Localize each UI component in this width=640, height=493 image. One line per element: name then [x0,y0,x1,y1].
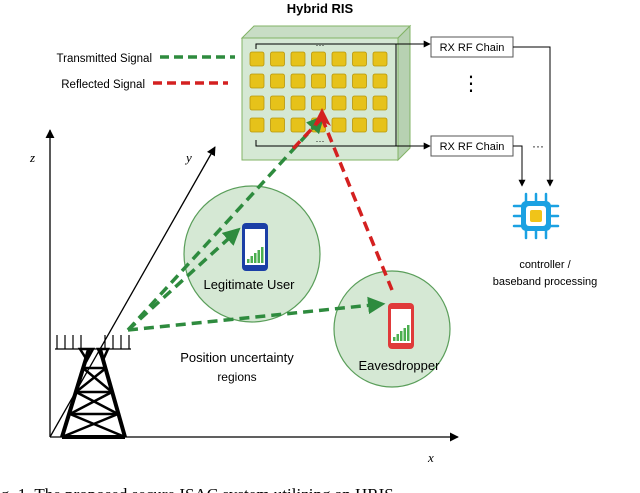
ris-element [270,95,285,111]
reflection-point [313,108,331,126]
z-axis-label: z [29,150,35,165]
rf-to-controller-top [513,46,554,187]
ris-element [270,117,285,133]
controller-label-2: baseband processing [493,276,598,288]
ris-element [331,51,347,67]
phone-icon-eavesdropper [388,303,414,349]
rf-horizontal-dots: ··· [532,139,544,153]
ris-element [249,51,265,67]
rf-to-controller-bottom [513,145,526,187]
ris-element [352,73,367,89]
transmitted-signal-to-user [126,227,241,332]
ris-element [249,95,265,111]
ris-element [331,117,347,133]
phone-icon-legitimate [242,223,268,271]
ris-element [372,73,388,89]
eavesdropper-label: Eavesdropper [359,358,441,373]
signal-bars-icon [393,325,410,341]
y-axis-label: y [184,150,192,165]
ris-element [372,95,388,111]
uncertainty-label-1: Position uncertainty [180,350,294,365]
ris-panel: ··· ··· [240,24,412,162]
rf-chain-label: RX RF Chain [440,42,505,54]
transmitted-signal-to-eavesdropper [127,296,386,332]
ris-dots-top: ··· [316,40,325,50]
ris-bus-top [255,43,412,49]
ris-element [352,51,367,67]
ris-element [270,73,285,89]
ris-element [311,73,326,89]
ris-element [290,51,306,67]
chip-icon [512,192,560,240]
uncertainty-label-2: regions [217,370,256,384]
ris-element [331,73,347,89]
ris-title: Hybrid RIS [287,1,354,16]
ris-element [270,51,285,67]
ris-bus-bottom [255,140,412,147]
ris-element [372,117,388,133]
ris-panel-top [240,25,412,39]
rf-chain-top: RX RF Chain [412,36,514,58]
ris-dots-bottom: ··· [316,136,325,146]
signal-bars-icon [247,247,264,263]
ris-element [290,95,306,111]
ris-element [331,95,347,111]
ris-panel-side [397,24,411,162]
rf-chain-vertical-dots: ⋮ [461,73,481,95]
ris-element [290,117,306,133]
ris-element [311,51,326,67]
rf-chain-label: RX RF Chain [440,141,505,153]
legend: Transmitted Signal Reflected Signal [57,53,235,91]
legend-transmitted-label: Transmitted Signal [57,53,152,65]
rf-chain-bottom: RX RF Chain [412,135,514,157]
ris-element [249,73,265,89]
ris-element [249,117,265,133]
legend-reflected-label: Reflected Signal [61,79,145,91]
ris-element [372,51,388,67]
controller-label-1: controller / [519,259,571,271]
tower-icon [55,335,131,439]
figure-caption: ig. 1. The proposed secure ISAC system u… [0,485,394,493]
ris-element [352,95,367,111]
ris-element [352,117,367,133]
legitimate-user-label: Legitimate User [203,277,295,292]
x-axis-label: x [427,450,434,465]
ris-element-grid [249,51,388,133]
ris-element [290,73,306,89]
ris-element [311,95,326,111]
